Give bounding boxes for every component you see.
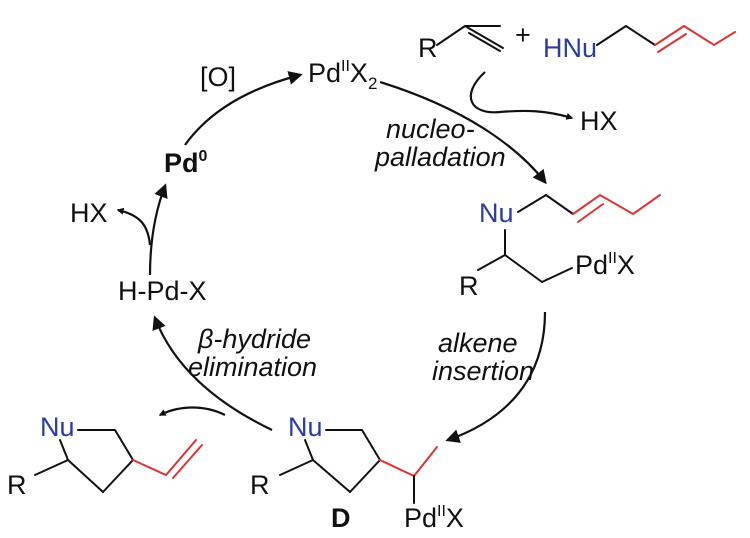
beta-hydride-elimination-label: β-hydride elimination <box>188 324 317 382</box>
hx-release-top-arrow <box>499 109 574 120</box>
svg-text:Nu: Nu <box>288 412 323 442</box>
svg-text:PdIIX: PdIIX <box>404 503 464 533</box>
hydride-species-label: H-Pd-X <box>118 276 207 306</box>
intermediate-d-label: D <box>331 503 351 533</box>
svg-text:palladation: palladation <box>374 142 506 172</box>
svg-text:Nu: Nu <box>40 412 75 442</box>
svg-text:Nu: Nu <box>479 198 514 228</box>
plus-sign: + <box>515 20 531 50</box>
svg-text:R: R <box>418 33 438 63</box>
product-release-arrow <box>158 406 226 416</box>
amine-nucleophile: HNu <box>543 24 736 63</box>
pyrrolidine-product: Nu R <box>7 412 203 500</box>
svg-text:R: R <box>459 271 479 301</box>
reductive-elimination-arrow <box>148 183 168 276</box>
reactant-entry-arrow <box>469 71 501 114</box>
svg-text:elimination: elimination <box>188 352 317 382</box>
beta-hydride-elimination-arrow <box>152 315 273 431</box>
pd2x2-label: PdIIX2 <box>308 58 377 93</box>
hx-release-left-arrow <box>116 207 152 246</box>
svg-text:insertion: insertion <box>432 356 534 386</box>
svg-text:nucleo-: nucleo- <box>386 114 475 144</box>
hx-left-label: HX <box>70 198 108 228</box>
pd0-label: Pd0 <box>164 148 208 178</box>
nucleopalladation-intermediate: Nu R PdIIX <box>459 193 661 301</box>
svg-text:alkene: alkene <box>438 328 518 358</box>
nucleopalladation-label: nucleo- palladation <box>374 114 506 172</box>
terminal-alkene: R <box>418 25 504 63</box>
cyclized-intermediate-d: Nu R PdIIX D <box>250 412 464 533</box>
svg-text:PdIIX: PdIIX <box>575 250 635 280</box>
svg-text:HNu: HNu <box>543 33 597 63</box>
svg-text:R: R <box>250 470 270 500</box>
svg-text:PdIIX2: PdIIX2 <box>308 58 377 93</box>
hx-top-label: HX <box>580 106 618 136</box>
oxidant-label: [O] <box>200 62 236 92</box>
nucleopalladation-arrow <box>379 80 547 185</box>
svg-text:β-hydride: β-hydride <box>197 324 311 354</box>
alkene-insertion-label: alkene insertion <box>432 328 534 386</box>
svg-text:Pd0: Pd0 <box>164 148 208 178</box>
svg-text:R: R <box>7 470 27 500</box>
alkene-insertion-arrow <box>445 311 547 443</box>
oxidation-arrow <box>184 71 303 146</box>
